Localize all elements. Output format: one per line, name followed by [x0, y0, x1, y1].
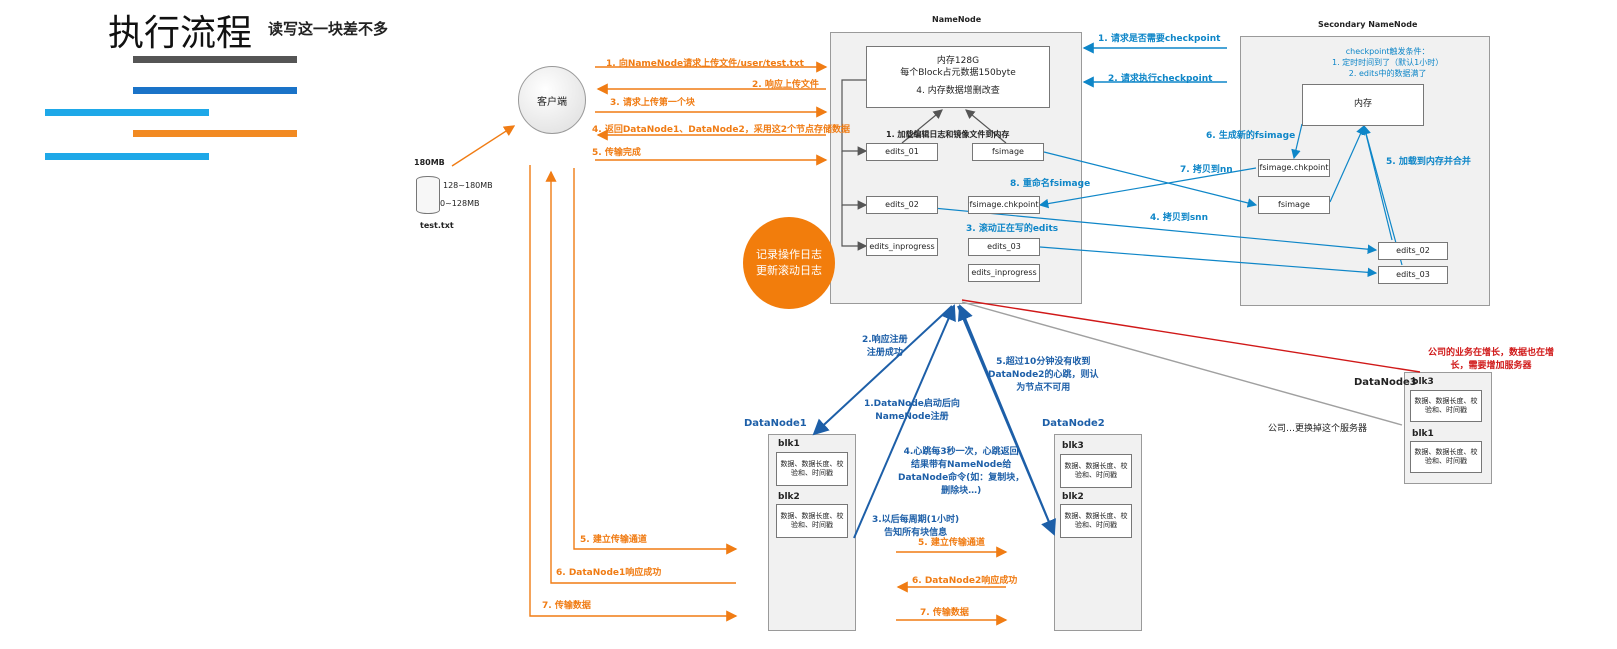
client-step-4: 4. 返回DataNode1、DataNode2，采用这2个节点存储数据 — [592, 125, 850, 135]
checkpoint-conditions: checkpoint触发条件： 1. 定时时间到了（默认1小时） 2. edit… — [1332, 46, 1443, 80]
client-step-2: 2. 响应上传文件 — [752, 80, 819, 90]
log-line-1: 记录操作日志 — [756, 247, 822, 261]
dn2-blk2-box: 数据、数据长度、校 验和、时间戳 — [1060, 504, 1132, 538]
datanode2-title: DataNode2 — [1042, 418, 1105, 429]
decor-bar-dark — [133, 56, 297, 63]
load-merge-label: 5. 加载到内存并合并 — [1386, 157, 1471, 167]
add-server-note: 公司的业务在增长，数据也在增 长，需要增加服务器 — [1428, 348, 1555, 371]
dn1-blk1-title: blk1 — [778, 439, 800, 449]
snn-edits-02: edits_02 — [1378, 242, 1448, 260]
memory-line-3: 4. 内存数据增删改查 — [916, 85, 1000, 96]
decor-bar-blue — [133, 87, 297, 94]
gen-fsimage-label: 6. 生成新的fsimage — [1206, 131, 1296, 141]
req-checkpoint-label: 1. 请求是否需要checkpoint — [1098, 34, 1221, 44]
datanode1-title: DataNode1 — [744, 418, 807, 429]
decor-bar-orange — [133, 130, 297, 137]
pipeline-6a: 6. DataNode1响应成功 — [556, 568, 662, 578]
pipeline-6b: 6. DataNode2响应成功 — [912, 576, 1018, 586]
dn3-blk3-title: blk3 — [1412, 377, 1434, 387]
dn3-blk1-box: 数据、数据长度、校 验和、时间戳 — [1410, 441, 1482, 473]
copy-snn-label: 4. 拷贝到snn — [1150, 213, 1208, 223]
namenode-title: NameNode — [932, 15, 982, 24]
nn-edits-02: edits_02 — [866, 196, 938, 214]
file-size: 180MB — [414, 158, 445, 167]
dead-node-note: 5.超过10分钟没有收到 DataNode2的心跳，则认 为节点不可用 — [988, 357, 1099, 393]
client-label: 客户端 — [537, 96, 567, 108]
memory-line-1: 内存128G — [936, 56, 980, 67]
nn-edits-inprogress-left: edits_inprogress — [866, 238, 938, 256]
dn2-blk3-box: 数据、数据长度、校 验和、时间戳 — [1060, 454, 1132, 488]
client-step-3: 3. 请求上传第一个块 — [610, 98, 695, 108]
client-node: 客户端 — [518, 66, 586, 134]
nn-edits-03: edits_03 — [968, 238, 1040, 256]
load-edits-label: 1. 加载编辑日志和镜像文件到内存 — [886, 130, 1010, 139]
nn-edits-inprogress-right: edits_inprogress — [968, 264, 1040, 282]
dn1-blk1-box: 数据、数据长度、校 验和、时间戳 — [776, 452, 848, 486]
client-step-1: 1. 向NameNode请求上传文件/user/test.txt — [606, 59, 804, 69]
namenode-memory-box: 内存128G 每个Block占元数据150byte 4. 内存数据增删改查 — [866, 46, 1050, 108]
reg-response-note: 2.响应注册 注册成功 — [862, 335, 908, 358]
snn-edits-03: edits_03 — [1378, 266, 1448, 284]
log-circle: 记录操作日志 更新滚动日志 — [743, 217, 835, 309]
snn-fsimage: fsimage — [1258, 196, 1330, 214]
snn-memory-box: 内存 — [1302, 84, 1424, 126]
rename-fsimage-label: 8. 重命名fsimage — [1010, 179, 1091, 189]
pipeline-7a: 7. 传输数据 — [542, 601, 591, 611]
range-bottom: 0~128MB — [440, 199, 480, 208]
secondary-namenode-title: Secondary NameNode — [1318, 20, 1418, 29]
file-cylinder-icon — [416, 176, 440, 214]
cond-title: checkpoint触发条件： — [1345, 47, 1430, 56]
snn-fsimage-chkpoint: fsimage.chkpoint — [1258, 159, 1330, 177]
decor-bar-cyan — [45, 109, 209, 116]
block-report-note: 3.以后每周期(1小时) 告知所有块信息 — [872, 515, 960, 538]
page-subtitle: 读写这一块差不多 — [268, 20, 389, 38]
cond-2: 2. edits中的数据满了 — [1348, 69, 1427, 79]
datanode3-title: DataNode3 — [1354, 377, 1417, 388]
heartbeat-note: 4.心跳每3秒一次，心跳返回 结果带有NameNode给 DataNode命令(… — [898, 447, 1025, 496]
dn1-blk2-title: blk2 — [778, 492, 800, 502]
pipeline-5b: 5. 建立传输通道 — [918, 538, 985, 548]
dn3-blk3-box: 数据、数据长度、校 验和、时间戳 — [1410, 390, 1482, 422]
page-title: 执行流程 — [108, 13, 253, 54]
roll-edits-label: 3. 滚动正在写的edits — [966, 224, 1059, 234]
retire-server-note: 公司…更换掉这个服务器 — [1268, 424, 1368, 434]
client-step-5: 5. 传输完成 — [592, 148, 641, 158]
dn3-blk1-title: blk1 — [1412, 429, 1434, 439]
nn-fsimage: fsimage — [972, 143, 1044, 161]
nn-fsimage-chkpoint: fsimage.chkpoint — [968, 196, 1040, 214]
nn-edits-01: edits_01 — [866, 143, 938, 161]
memory-line-2: 每个Block占元数据150byte — [900, 68, 1016, 79]
pipeline-7b: 7. 传输数据 — [920, 608, 969, 618]
range-top: 128~180MB — [443, 181, 493, 190]
pipeline-5a: 5. 建立传输通道 — [580, 535, 647, 545]
decor-bar-cyan-2 — [45, 153, 209, 160]
log-line-2: 更新滚动日志 — [756, 264, 822, 277]
dn1-blk2-box: 数据、数据长度、校 验和、时间戳 — [776, 504, 848, 538]
exec-checkpoint-label: 2. 请求执行checkpoint — [1108, 74, 1213, 84]
cond-1: 1. 定时时间到了（默认1小时） — [1332, 58, 1444, 68]
file-name: test.txt — [420, 221, 454, 230]
copy-nn-label: 7. 拷贝到nn — [1180, 165, 1233, 175]
reg-request-note: 1.DataNode启动后向 NameNode注册 — [864, 399, 960, 422]
dn2-blk2-title: blk2 — [1062, 492, 1084, 502]
dn2-blk3-title: blk3 — [1062, 441, 1084, 451]
